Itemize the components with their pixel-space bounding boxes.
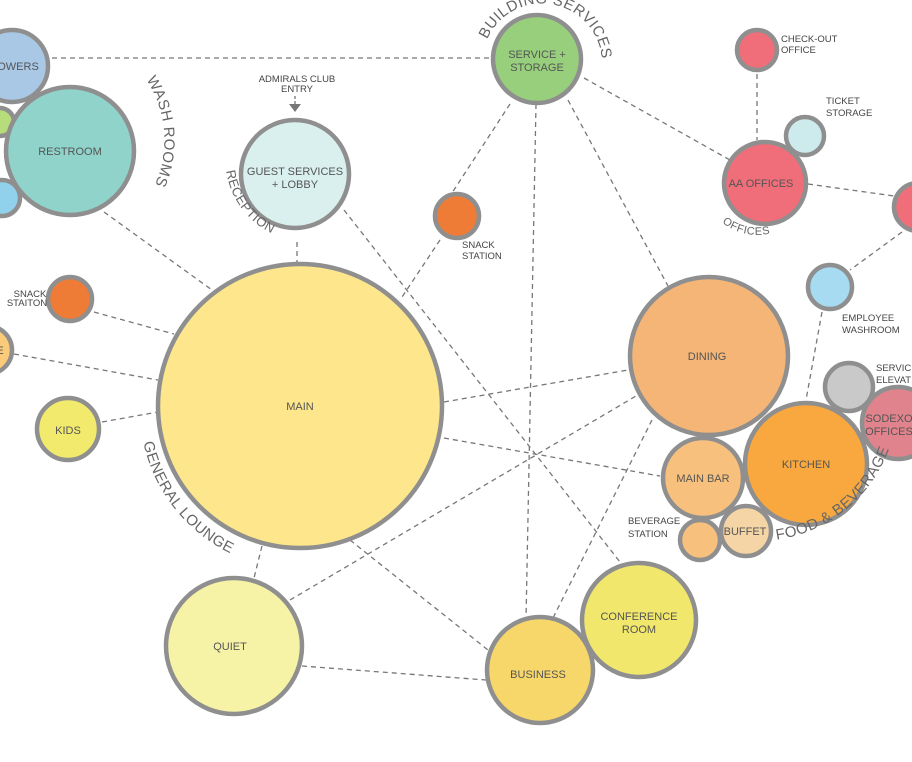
bubble-aa-offices[interactable]: AA OFFICES [721, 139, 809, 227]
group-label-wash-rooms: WASH ROOMS [143, 73, 178, 190]
link-restroom-main [103, 211, 213, 291]
link-snackleft-main [93, 311, 175, 335]
link-main-mainbar [443, 437, 661, 477]
bubble-sodexo-label-2: OFFICES [865, 426, 912, 438]
service-elevator-label-1: SERVIC [876, 363, 911, 374]
ticket-storage-label-1: TICKET [826, 96, 860, 107]
snack-station-label-2: STATION [462, 251, 502, 262]
bubble-offices-partial[interactable] [891, 181, 912, 233]
ticket-storage-label-2: STORAGE [826, 108, 872, 119]
bubble-conference[interactable]: CONFERENCE ROOM [579, 560, 699, 680]
beverage-station-label-1: BEVERAGE [628, 516, 680, 527]
bubble-snack-station[interactable] [432, 191, 482, 241]
beverage-station-label-2: STATION [628, 529, 668, 540]
connection-lines [13, 57, 903, 681]
snack-station-label-1: SNACK [462, 240, 495, 251]
service-elevator-label-2: ELEVAT [876, 375, 911, 386]
link-main-quiet [253, 545, 263, 579]
annotations: ADMIRALS CLUB ENTRY SNACK STAITON SNACK … [7, 34, 911, 540]
link-service-business [525, 103, 537, 621]
admirals-entry-label-2: ENTRY [281, 84, 314, 95]
bubble-guest-services-label-2: + LOBBY [272, 179, 319, 191]
bubble-lounge-partial[interactable]: E [0, 326, 15, 374]
checkout-label-2: OFFICE [781, 45, 816, 56]
admirals-entry-label-1: ADMIRALS CLUB [259, 74, 336, 85]
bubble-guest-services-label-1: GUEST SERVICES [247, 166, 343, 178]
link-lounge-main [13, 353, 159, 381]
employee-washroom-label-1: EMPLOYEE [842, 313, 894, 324]
link-snack-main [399, 239, 441, 301]
entry-arrow [289, 96, 301, 112]
link-service-aa [583, 77, 731, 161]
link-employee-kitchen [805, 311, 823, 401]
link-guest-business [343, 209, 621, 563]
link-aa-offices [807, 183, 895, 197]
bubble-main-circle [155, 261, 445, 551]
bubble-conference-label-2: ROOM [622, 624, 656, 636]
link-quiet-business [301, 665, 487, 681]
checkout-label-1: CHECK-OUT [781, 34, 838, 45]
bubble-employee-washroom[interactable] [805, 262, 855, 312]
link-main-business [349, 539, 489, 651]
bubble-service-elevator[interactable] [822, 360, 876, 414]
bubble-restroom[interactable]: RESTROOM [3, 84, 137, 218]
bubble-kitchen-label: KITCHEN [782, 459, 830, 471]
bubble-conference-label-1: CONFERENCE [600, 611, 677, 623]
link-main-dining [443, 369, 629, 403]
bubble-sodexo[interactable]: SODEXO OFFICES [859, 384, 912, 462]
bubble-aa-offices-label: AA OFFICES [729, 178, 794, 190]
bubble-main[interactable]: MAIN [155, 261, 445, 551]
bubble-restroom-label: RESTROOM [38, 146, 102, 158]
bubble-service-storage-label-2: STORAGE [510, 62, 564, 74]
link-dining-business [551, 419, 653, 621]
bubble-kids[interactable]: KIDS [34, 395, 102, 463]
bubble-kids-label: KIDS [55, 425, 81, 437]
bubble-main-bar[interactable]: MAIN BAR [660, 435, 746, 521]
bubble-main-bar-label: MAIN BAR [676, 473, 729, 485]
bubble-quiet[interactable]: QUIET [163, 575, 305, 717]
bubble-snack-left[interactable] [45, 274, 95, 324]
link-quiet-dining [289, 395, 637, 601]
bubble-lounge-partial-label: E [0, 345, 4, 357]
link-offices-employee [849, 231, 903, 271]
bubble-kitchen[interactable]: KITCHEN [742, 400, 870, 528]
bubble-dining-label: DINING [688, 351, 727, 363]
bubble-ticket-storage[interactable] [783, 114, 827, 158]
bubble-beverage[interactable] [677, 517, 723, 563]
link-service-snack [449, 103, 511, 197]
bubble-service-storage[interactable]: SERVICE + STORAGE [490, 12, 584, 106]
bubble-checkout[interactable] [734, 27, 780, 73]
snack-left-label-1: SNACK [14, 289, 47, 300]
bubble-showers[interactable]: OWERS [0, 27, 51, 105]
bubble-buffet[interactable]: BUFFET [718, 503, 774, 559]
bubble-dining[interactable]: DINING [627, 274, 791, 438]
bubble-quiet-label: QUIET [213, 641, 247, 653]
bubble-guest-services[interactable]: GUEST SERVICES + LOBBY [238, 117, 352, 231]
bubble-buffet-label: BUFFET [724, 526, 767, 538]
bubble-main-label: MAIN [286, 401, 314, 413]
employee-washroom-label-2: WASHROOM [842, 325, 900, 336]
link-kids-main [101, 411, 159, 423]
snack-left-label-2: STAITON [7, 298, 47, 309]
bubble-service-storage-label-1: SERVICE + [508, 49, 566, 61]
bubble-showers-label: OWERS [0, 61, 39, 73]
bubble-business-label: BUSINESS [510, 669, 566, 681]
link-service-dining [567, 99, 669, 287]
bubble-wash-small-blue[interactable] [0, 177, 23, 219]
bubble-business[interactable]: BUSINESS [484, 614, 596, 726]
bubble-sodexo-label-1: SODEXO [865, 413, 912, 425]
